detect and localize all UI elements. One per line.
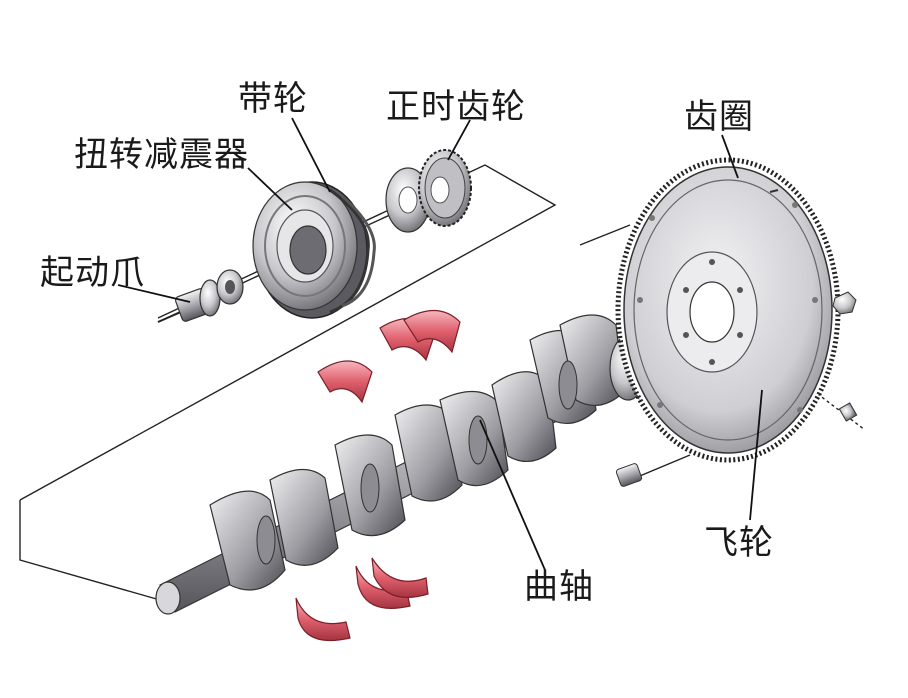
crankshaft-part [155, 314, 668, 615]
leader-timing-gear [447, 119, 471, 161]
bearing-shell [295, 597, 351, 642]
leader-flywheel [749, 389, 763, 521]
axis-line-bolt [634, 454, 691, 479]
label-belt-pulley: 带轮 [238, 79, 308, 119]
leader-crankshaft [479, 419, 546, 571]
flywheel-hardware [769, 189, 858, 422]
label-crankshaft: 曲轴 [524, 567, 594, 607]
leader-ring-gear [721, 134, 739, 179]
torsional-damper-part [252, 181, 376, 319]
label-flywheel: 飞轮 [704, 523, 774, 563]
label-timing-gear: 正时齿轮 [386, 87, 526, 127]
bearing-shell [317, 360, 373, 404]
label-ring-gear: 齿圈 [684, 97, 754, 137]
label-starter-claw: 起动爪 [40, 253, 145, 293]
label-torsional-damper: 扭转减震器 [74, 135, 249, 175]
leader-torsional-damper [247, 167, 293, 211]
leader-belt-pulley [291, 117, 331, 193]
leader-lines [117, 117, 763, 571]
bearing-shell [371, 557, 429, 598]
bearing-shells [295, 309, 461, 642]
bearing-shell [403, 309, 461, 354]
starter-claw-part [157, 269, 244, 323]
flywheel-bolt-part [615, 463, 643, 487]
leader-starter-claw [117, 284, 191, 303]
bearing-shell [355, 565, 411, 609]
flywheel-part [615, 157, 841, 463]
frame-line-lower [19, 500, 161, 601]
timing-gear-part [385, 149, 472, 233]
axis-line-flywheel [579, 224, 631, 246]
